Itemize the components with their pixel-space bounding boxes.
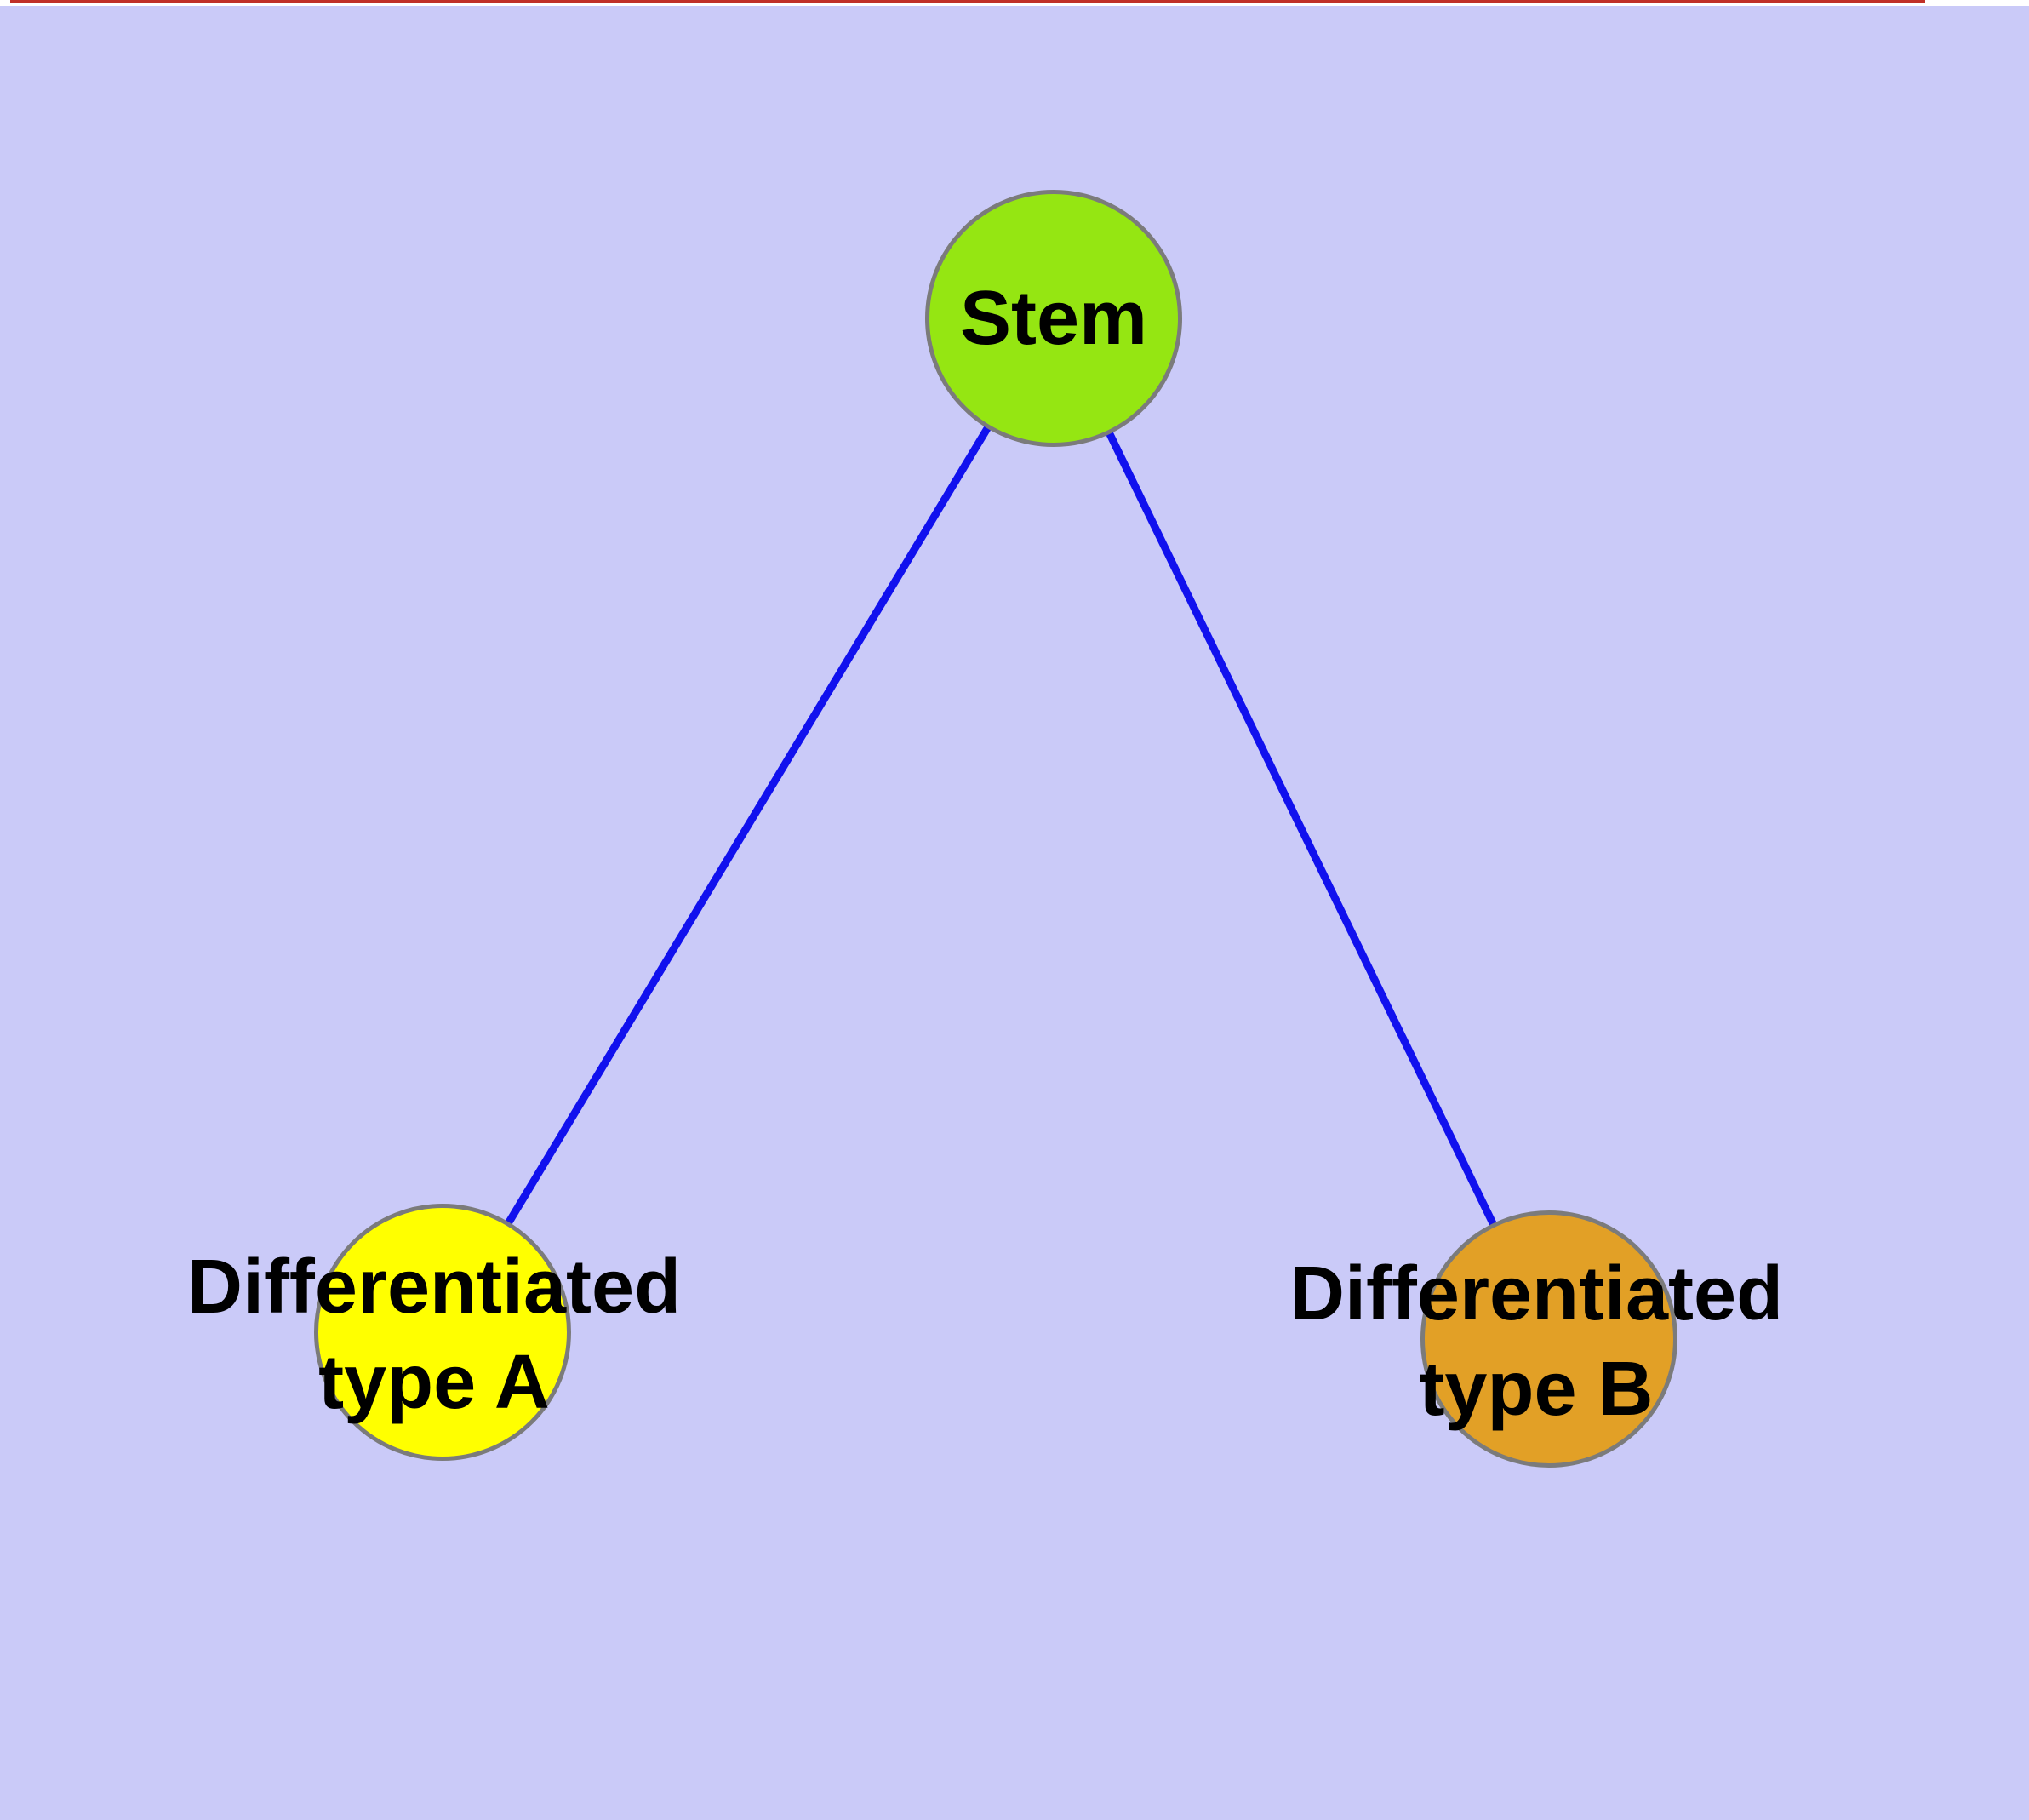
- node-type-b-label: Differentiated type B: [1289, 1246, 1783, 1437]
- node-stem-label: Stem: [959, 276, 1148, 361]
- node-type-b-label-line1: Differentiated: [1289, 1251, 1784, 1336]
- edge-stem-to-type-b: [1049, 317, 1553, 1341]
- edge-stem-to-type-a: [439, 316, 1057, 1335]
- node-type-b-label-line2: type B: [1419, 1347, 1654, 1432]
- node-type-a-label: Differentiated type A: [187, 1239, 681, 1430]
- node-stem-circle: [925, 190, 1182, 447]
- top-red-bar: [10, 0, 1925, 3]
- node-type-a-circle: [314, 1204, 571, 1461]
- node-type-a-label-line1: Differentiated: [186, 1245, 682, 1330]
- node-type-a-label-line2: type A: [318, 1340, 550, 1425]
- node-type-b-circle: [1420, 1210, 1677, 1468]
